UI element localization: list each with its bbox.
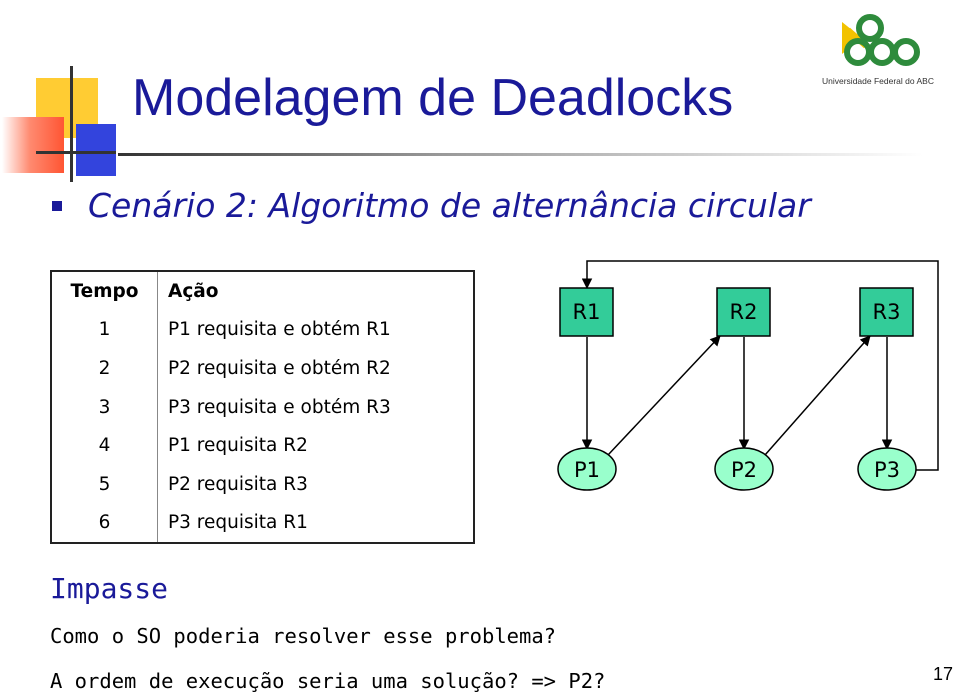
row-action: P3 requisita e obtém R3 bbox=[168, 396, 391, 418]
resource-node-r1: R1 bbox=[559, 287, 614, 337]
question-text: Como o SO poderia resolver esse problema… bbox=[50, 624, 557, 648]
resource-node-r2: R2 bbox=[716, 287, 771, 337]
logo-text: Universidade Federal do ABC bbox=[822, 76, 934, 86]
page-number: 17 bbox=[933, 664, 954, 684]
row-time: 1 bbox=[51, 310, 158, 350]
edge-p2-requests-r3 bbox=[764, 335, 871, 456]
table-row: 3 P3 requisita e obtém R3 bbox=[51, 387, 474, 427]
action-table: Tempo Ação 1 P1 requisita e obtém R1 2 P… bbox=[50, 270, 475, 545]
slide-title: Modelagem de Deadlocks bbox=[132, 69, 734, 127]
process-node-p1: P1 bbox=[557, 447, 617, 491]
table-row: 4 P1 requisita R2 bbox=[51, 426, 474, 465]
table-row: 1 P1 requisita e obtém R1 bbox=[51, 310, 474, 350]
row-action: P2 requisita R3 bbox=[168, 473, 308, 495]
deco-horizontal-line bbox=[36, 151, 116, 154]
subtitle-bullet-row: Cenário 2: Algoritmo de alternância circ… bbox=[52, 186, 811, 225]
process-label: P2 bbox=[731, 458, 757, 482]
process-label: P1 bbox=[574, 458, 600, 482]
resource-label: R1 bbox=[573, 300, 601, 324]
impasse-label: Impasse bbox=[50, 572, 169, 605]
table-row: 2 P2 requisita e obtém R2 bbox=[51, 349, 474, 388]
row-time: 6 bbox=[51, 503, 158, 544]
process-node-p2: P2 bbox=[714, 447, 774, 491]
process-node-p3: P3 bbox=[857, 447, 917, 491]
row-time: 5 bbox=[51, 464, 158, 504]
row-time: 4 bbox=[51, 426, 158, 465]
process-label: P3 bbox=[874, 458, 900, 482]
title-underline bbox=[118, 153, 923, 156]
resource-node-r3: R3 bbox=[859, 287, 914, 337]
deco-blue-square bbox=[76, 124, 116, 176]
resource-allocation-graph: R1 R2 R3 P1 P2 P3 bbox=[557, 260, 939, 491]
bullet-icon bbox=[52, 200, 62, 211]
table-row: 5 P2 requisita R3 bbox=[51, 464, 474, 504]
row-action: P1 requisita R2 bbox=[168, 435, 308, 457]
edge-p1-requests-r2 bbox=[607, 335, 721, 456]
resource-label: R3 bbox=[873, 300, 901, 324]
row-time: 2 bbox=[51, 349, 158, 388]
header-time: Tempo bbox=[51, 271, 158, 311]
slide-subtitle: Cenário 2: Algoritmo de alternância circ… bbox=[88, 186, 811, 225]
row-action: P1 requisita e obtém R1 bbox=[168, 319, 391, 341]
row-time: 3 bbox=[51, 387, 158, 427]
question-text: A ordem de execução seria uma solução? =… bbox=[50, 669, 606, 693]
deco-red-square bbox=[2, 117, 64, 173]
edge-p3-requests-r1 bbox=[581, 260, 939, 471]
row-action: P3 requisita R1 bbox=[168, 512, 308, 534]
header-action: Ação bbox=[168, 280, 219, 302]
table-header-row: Tempo Ação bbox=[51, 271, 474, 311]
row-action: P2 requisita e obtém R2 bbox=[168, 357, 391, 379]
ufabc-logo-icon bbox=[842, 14, 920, 66]
deco-vertical-line bbox=[70, 66, 73, 182]
resource-label: R2 bbox=[730, 300, 758, 324]
table-row: 6 P3 requisita R1 bbox=[51, 503, 474, 544]
